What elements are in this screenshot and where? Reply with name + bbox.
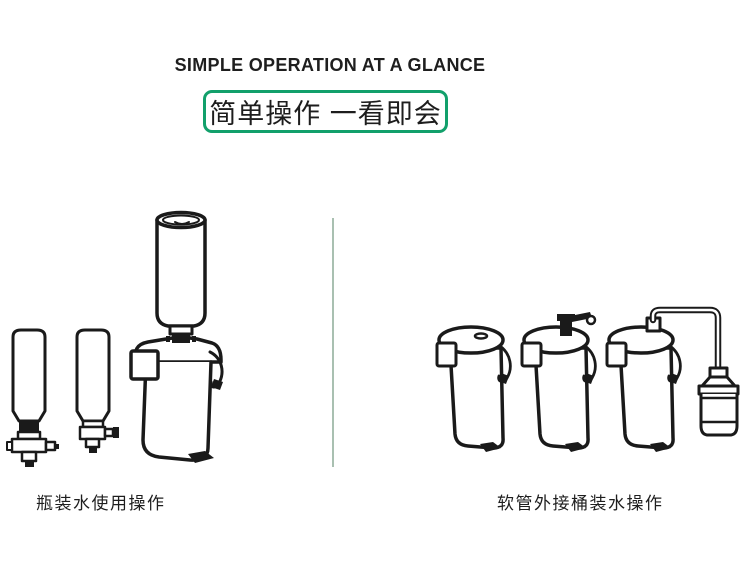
- dispenser-with-bottle-drawing: [129, 210, 224, 463]
- faucet-arm-ring: [585, 314, 597, 326]
- mounted-bottle-neck-dark: [172, 334, 190, 343]
- dispenser-strap-end: [668, 373, 679, 384]
- bucket-body: [699, 392, 739, 437]
- valve-arm: [44, 440, 57, 452]
- dispenser-strap-end: [211, 379, 223, 390]
- dispenser-body: [618, 346, 675, 450]
- vertical-divider: [332, 218, 334, 467]
- bottle-with-valve-drawing: [6, 328, 59, 467]
- valve-spout-tip: [25, 461, 34, 467]
- bucket-shoulder-band: [697, 384, 740, 396]
- bottle-body: [11, 328, 47, 423]
- mounted-bottle-body: [155, 218, 207, 328]
- hose-tube-inner: [651, 308, 720, 372]
- dispenser-strap-end: [583, 373, 594, 384]
- dispenser-with-hose-drawing: [605, 306, 740, 452]
- dispenser-spout-cover: [605, 341, 628, 368]
- dispenser-spout-cover: [129, 349, 160, 381]
- valve-body: [78, 425, 107, 441]
- dispenser-plain-drawing: [435, 325, 512, 452]
- bottled-water-illustration: [6, 210, 224, 467]
- dispenser-strap-end: [498, 373, 509, 384]
- valve-body: [10, 437, 48, 454]
- faucet-arm: [570, 312, 592, 322]
- hose-bucket-illustration: [435, 306, 740, 452]
- caption-hose-bucket: 软管外接桶装水操作: [497, 494, 664, 513]
- bucket-cap: [708, 366, 729, 379]
- valve-spout-tip: [89, 447, 97, 453]
- neck-clamp-left: [166, 336, 170, 342]
- dispenser-foot: [480, 442, 501, 452]
- title-chinese-box: 简单操作 一看即会: [203, 90, 448, 133]
- neck-clamp-right: [192, 336, 196, 342]
- valve-spout: [20, 450, 38, 463]
- valve-left-notch: [6, 441, 13, 451]
- dispenser-with-faucet-drawing: [520, 312, 597, 452]
- valve-arm-tip: [113, 427, 119, 438]
- dispenser-body: [448, 346, 505, 450]
- dispenser-foot: [650, 442, 671, 452]
- bottle-body: [75, 328, 111, 423]
- dispenser-body: [533, 346, 590, 450]
- bucket-ridge-lines: [699, 396, 739, 424]
- dispenser-spout-cover: [435, 341, 458, 368]
- mounted-bottle-neck: [168, 324, 194, 336]
- dispenser-spout-cover: [520, 341, 543, 368]
- bottle-with-tap-drawing: [75, 328, 119, 453]
- bottle-neck-dark: [19, 421, 39, 432]
- caption-bottled-water: 瓶装水使用操作: [36, 494, 166, 513]
- title-chinese: 简单操作 一看即会: [209, 99, 442, 129]
- dispenser-foot: [188, 451, 214, 463]
- mounted-bottle-base-mark: [174, 221, 190, 225]
- dispenser-foot: [565, 442, 586, 452]
- valve-spout: [84, 437, 101, 449]
- title-english: SIMPLE OPERATION AT A GLANCE: [174, 55, 486, 75]
- lid-port-hole: [473, 332, 489, 340]
- faucet-flange: [557, 314, 575, 321]
- valve-arm-tip: [55, 444, 59, 449]
- valve-arm: [103, 427, 115, 438]
